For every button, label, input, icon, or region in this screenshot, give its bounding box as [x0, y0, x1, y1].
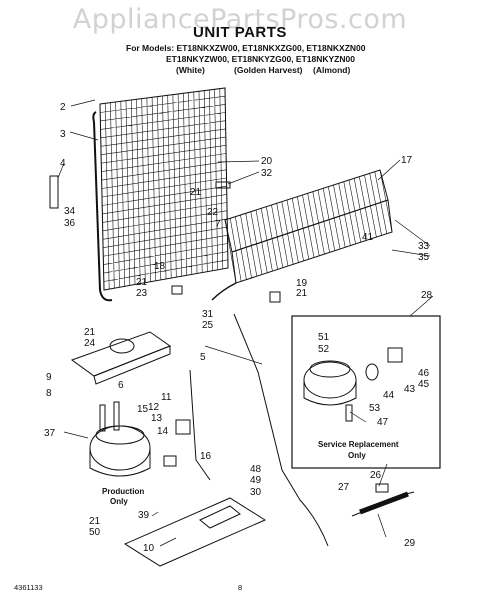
callout-26: 26	[370, 470, 382, 481]
callout-30: 30	[250, 487, 262, 498]
callout-21d: 21	[84, 327, 96, 338]
callout-10: 10	[143, 543, 155, 554]
callout-48: 48	[250, 464, 262, 475]
callout-20: 20	[261, 156, 273, 167]
footer-document-code: 4361133	[14, 583, 43, 592]
callout-39: 39	[138, 510, 150, 521]
callout-18: 18	[154, 261, 166, 272]
callout-21c: 21	[296, 288, 308, 299]
color-almond: (Almond)	[313, 65, 351, 75]
callout-32: 32	[261, 168, 273, 179]
caption-production: Production	[102, 487, 144, 496]
tubing-drawing	[189, 313, 329, 547]
callout-43: 43	[404, 384, 416, 395]
watermark: AppliancePartsPros.com	[72, 4, 408, 35]
compressor-service-drawing	[291, 315, 441, 469]
caption-production-only: Only	[110, 497, 128, 506]
callout-19: 19	[296, 278, 308, 289]
footer-page-number: 8	[238, 583, 243, 592]
callout-51: 51	[318, 332, 330, 343]
drain-pan-drawing	[70, 331, 172, 385]
callout-labels: 2 3 4 34 36 20 32 21 17 22 7 41 33 35 18…	[44, 102, 433, 554]
callout-33: 33	[418, 241, 430, 252]
callout-5: 5	[200, 352, 206, 363]
callout-22: 22	[207, 207, 219, 218]
callout-9: 9	[46, 372, 52, 383]
callout-21e: 21	[89, 516, 101, 527]
callout-2: 2	[60, 102, 66, 113]
callout-28: 28	[421, 290, 433, 301]
callout-41: 41	[362, 232, 374, 243]
drier-drawing	[351, 491, 415, 517]
compressor-production-drawing	[89, 401, 151, 477]
callout-35: 35	[418, 252, 430, 263]
callout-11: 11	[161, 392, 172, 403]
tube-coil-drawing	[211, 169, 393, 301]
callout-13: 13	[151, 413, 163, 424]
callout-49: 49	[250, 475, 262, 486]
callout-21b: 21	[136, 277, 148, 288]
base-plate-drawing	[123, 497, 267, 567]
callout-15: 15	[137, 404, 149, 415]
diagram-title: UNIT PARTS	[193, 24, 287, 41]
callout-24: 24	[84, 338, 96, 349]
callout-14: 14	[157, 426, 169, 437]
callout-53: 53	[369, 403, 381, 414]
leader-lines	[57, 99, 434, 547]
callout-47: 47	[377, 417, 389, 428]
callout-21a: 21	[190, 187, 202, 198]
callout-3: 3	[60, 129, 66, 140]
callout-6: 6	[118, 380, 124, 391]
callout-25: 25	[202, 320, 214, 331]
callout-27: 27	[338, 482, 350, 493]
model-list-line1: For Models: ET18NKXZW00, ET18NKXZG00, ET…	[126, 43, 366, 53]
callout-7: 7	[215, 219, 221, 230]
callout-36: 36	[64, 218, 76, 229]
callout-12: 12	[148, 402, 160, 413]
callout-23: 23	[136, 288, 148, 299]
model-list-line2: ET18NKYZW00, ET18NKYZG00, ET18NKYZN00	[166, 54, 355, 64]
callout-8: 8	[46, 388, 52, 399]
callout-37: 37	[44, 428, 56, 439]
callout-29: 29	[404, 538, 416, 549]
callout-46: 46	[418, 368, 430, 379]
caption-service-replacement: Service Replacement	[318, 440, 399, 449]
callout-50: 50	[89, 527, 101, 538]
color-golden-harvest: (Golden Harvest)	[234, 65, 303, 75]
callout-34: 34	[64, 206, 76, 217]
color-white: (White)	[176, 65, 205, 75]
caption-service-only: Only	[348, 451, 366, 460]
callout-16: 16	[200, 451, 212, 462]
small-parts-drawing	[49, 175, 389, 493]
callout-45: 45	[418, 379, 430, 390]
callout-4: 4	[60, 158, 66, 169]
callout-31: 31	[202, 309, 214, 320]
callout-44: 44	[383, 390, 395, 401]
callout-52: 52	[318, 344, 330, 355]
condenser-coil-drawing	[92, 87, 229, 302]
callout-17: 17	[401, 155, 413, 166]
